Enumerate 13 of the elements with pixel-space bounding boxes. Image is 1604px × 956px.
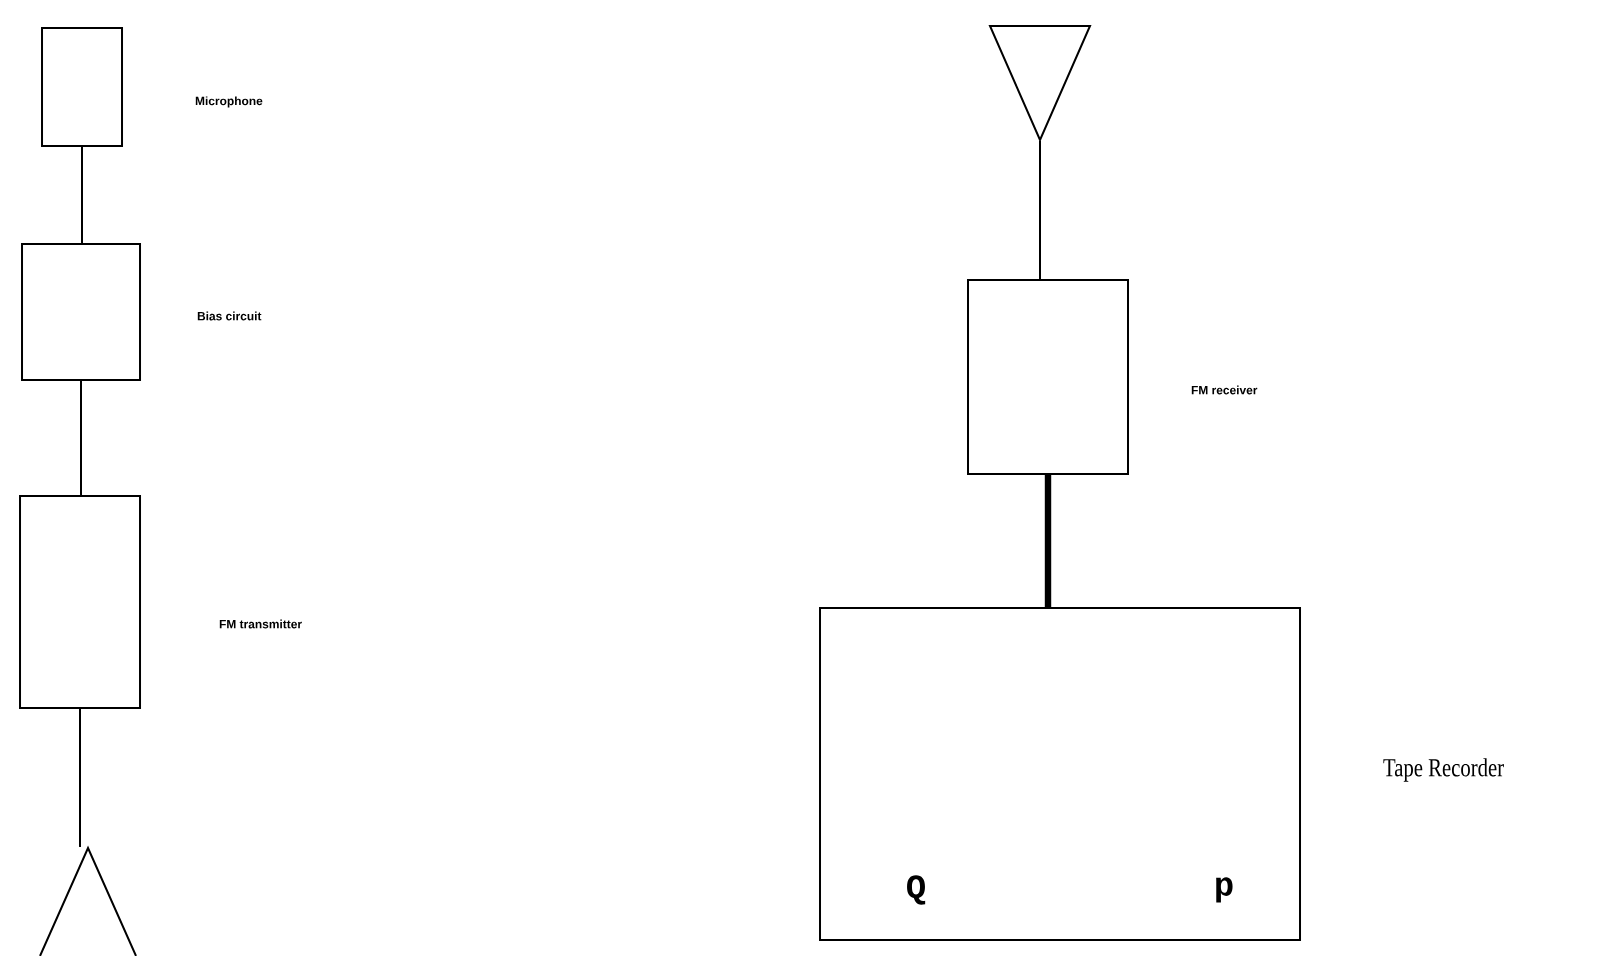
connector-line xyxy=(1039,140,1041,280)
connector-line xyxy=(79,708,81,848)
connector-line xyxy=(81,146,83,244)
block-box xyxy=(967,279,1129,475)
connector-line xyxy=(80,380,82,496)
block-box xyxy=(19,495,141,709)
block-box xyxy=(41,27,123,147)
panel-letter: Q xyxy=(907,875,926,905)
antenna-symbol xyxy=(39,845,137,956)
connector-line xyxy=(1044,475,1052,607)
panel-letter: p xyxy=(1216,877,1233,903)
block-box xyxy=(21,243,141,381)
block-label: Tape Recorder xyxy=(1383,758,1504,782)
